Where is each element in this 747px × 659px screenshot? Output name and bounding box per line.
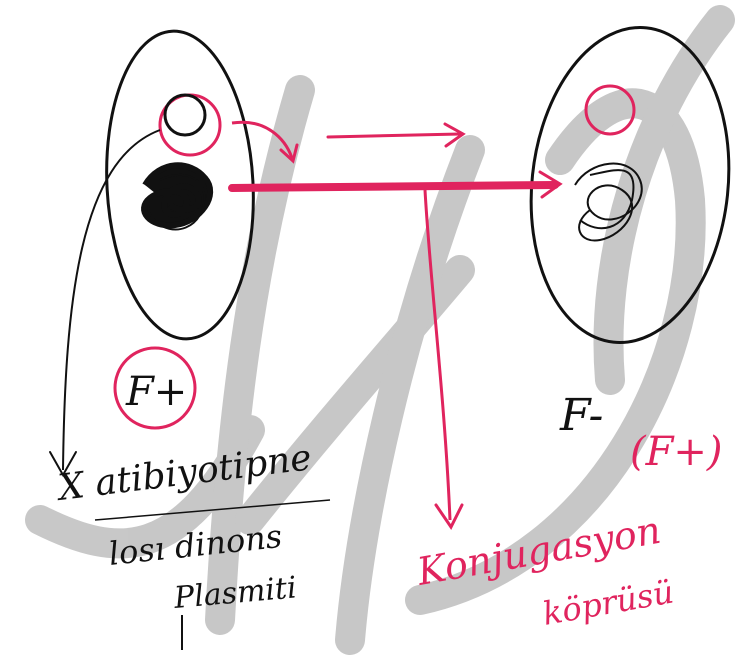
bridge-note-line-2: köprüsü bbox=[540, 573, 677, 633]
donor-cell-label: F+ bbox=[125, 369, 187, 415]
recipient-cell-label: F- bbox=[559, 390, 603, 441]
transfer-direction-line bbox=[328, 134, 460, 137]
left-note-line-3: Plasmiti bbox=[172, 570, 298, 616]
conjugation-bridge-line bbox=[232, 185, 555, 188]
donor-label-group: F+ bbox=[115, 348, 195, 428]
donor-plasmid-black bbox=[165, 95, 205, 135]
recipient-result-label: (F+) bbox=[630, 429, 722, 475]
transfer-direction-arrow bbox=[328, 124, 463, 146]
left-note-line-2: losı dinons bbox=[107, 517, 284, 573]
